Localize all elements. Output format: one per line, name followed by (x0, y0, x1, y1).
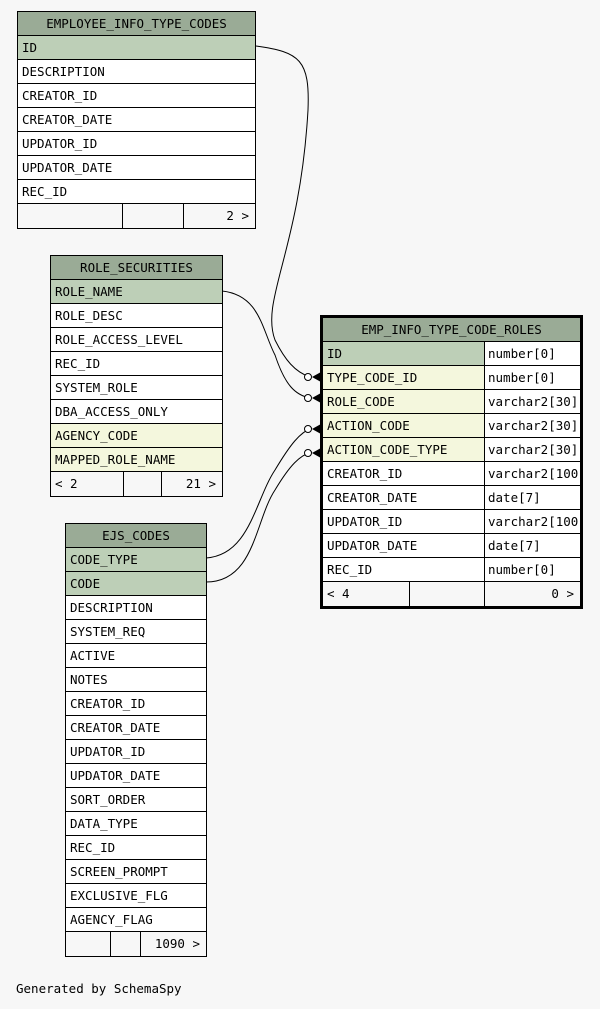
table-employee-info-type-codes[interactable]: EMPLOYEE_INFO_TYPE_CODES ID DESCRIPTION … (17, 11, 256, 229)
column-row[interactable]: REC_ID number[0] (323, 558, 580, 582)
table-title[interactable]: EMPLOYEE_INFO_TYPE_CODES (18, 12, 255, 36)
column-row[interactable]: CREATOR_ID varchar2[100] (323, 462, 580, 486)
parents-count[interactable]: < 2 (55, 476, 78, 491)
crows-foot-marker (312, 448, 321, 458)
column-type: date[7] (484, 534, 580, 557)
column-row[interactable]: DATA_TYPE (66, 812, 206, 836)
column-row[interactable]: TYPE_CODE_ID number[0] (323, 366, 580, 390)
table-footer: 1090 > (66, 932, 206, 956)
column-row[interactable]: SCREEN_PROMPT (66, 860, 206, 884)
column-name: CREATOR_ID (327, 466, 403, 481)
column-row[interactable]: EXCLUSIVE_FLG (66, 884, 206, 908)
column-type: varchar2[100] (484, 462, 580, 485)
link-role-name-to-role-code (221, 290, 311, 399)
row-count (409, 582, 484, 606)
column-row[interactable]: CREATOR_DATE (18, 108, 255, 132)
column-row[interactable]: REC_ID (66, 836, 206, 860)
column-row[interactable]: ROLE_NAME (51, 280, 222, 304)
link-code-to-action-code-type (205, 451, 313, 583)
parents-count[interactable] (18, 204, 122, 228)
column-name: ROLE_CODE (327, 394, 395, 409)
column-row[interactable]: UPDATOR_DATE date[7] (323, 534, 580, 558)
column-row[interactable]: ACTION_CODE varchar2[30] (323, 414, 580, 438)
column-type: varchar2[30] (484, 390, 580, 413)
column-row[interactable]: ACTIVE (66, 644, 206, 668)
column-row[interactable]: REC_ID (18, 180, 255, 204)
column-name: CREATOR_DATE (327, 490, 418, 505)
link-code-type-to-action-code (205, 427, 313, 559)
column-row[interactable]: AGENCY_FLAG (66, 908, 206, 932)
table-role-securities[interactable]: ROLE_SECURITIES ROLE_NAME ROLE_DESC ROLE… (50, 255, 223, 497)
row-count (122, 204, 183, 228)
column-name: ID (327, 346, 343, 361)
column-type: number[0] (484, 342, 580, 365)
column-row[interactable]: ROLE_CODE varchar2[30] (323, 390, 580, 414)
column-row[interactable]: DESCRIPTION (18, 60, 255, 84)
column-name: REC_ID (327, 562, 373, 577)
table-title[interactable]: EMP_INFO_TYPE_CODE_ROLES (323, 318, 580, 342)
crows-foot-marker (312, 372, 321, 382)
row-count (123, 472, 161, 496)
column-name: UPDATOR_DATE (327, 538, 418, 553)
column-row[interactable]: CREATOR_DATE (66, 716, 206, 740)
optional-circle-marker (304, 425, 312, 433)
column-row[interactable]: ACTION_CODE_TYPE varchar2[30] (323, 438, 580, 462)
row-count (110, 932, 140, 956)
column-row[interactable]: SYSTEM_REQ (66, 620, 206, 644)
column-row[interactable]: CODE_TYPE (66, 548, 206, 572)
column-row[interactable]: ROLE_DESC (51, 304, 222, 328)
table-footer: < 4 0 > (323, 582, 580, 606)
crows-foot-marker (312, 393, 321, 403)
column-row[interactable]: SORT_ORDER (66, 788, 206, 812)
column-row[interactable]: UPDATOR_ID (18, 132, 255, 156)
column-row[interactable]: NOTES (66, 668, 206, 692)
children-count[interactable]: 0 > (484, 582, 580, 606)
column-row[interactable]: UPDATOR_DATE (18, 156, 255, 180)
column-row[interactable]: CREATOR_ID (66, 692, 206, 716)
column-row[interactable]: CODE (66, 572, 206, 596)
column-row[interactable]: UPDATOR_ID (66, 740, 206, 764)
column-type: varchar2[30] (484, 438, 580, 461)
column-row[interactable]: UPDATOR_ID varchar2[100] (323, 510, 580, 534)
column-row[interactable]: ID (18, 36, 255, 60)
column-row[interactable]: REC_ID (51, 352, 222, 376)
column-row[interactable]: CREATOR_DATE date[7] (323, 486, 580, 510)
column-type: date[7] (484, 486, 580, 509)
optional-circle-marker (304, 373, 312, 381)
children-count[interactable]: 1090 > (140, 932, 206, 956)
table-footer: 2 > (18, 204, 255, 228)
column-name: ACTION_CODE (327, 418, 410, 433)
table-footer: < 2 21 > (51, 472, 222, 496)
column-row[interactable]: CREATOR_ID (18, 84, 255, 108)
generated-by-text: Generated by SchemaSpy (16, 981, 182, 996)
column-type: varchar2[30] (484, 414, 580, 437)
column-type: varchar2[100] (484, 510, 580, 533)
column-row[interactable]: SYSTEM_ROLE (51, 376, 222, 400)
parents-count[interactable] (66, 932, 110, 956)
optional-circle-marker (304, 394, 312, 402)
children-count[interactable]: 21 > (161, 472, 222, 496)
column-row[interactable]: AGENCY_CODE (51, 424, 222, 448)
table-title[interactable]: EJS_CODES (66, 524, 206, 548)
column-row[interactable]: UPDATOR_DATE (66, 764, 206, 788)
column-type: number[0] (484, 558, 580, 581)
column-row[interactable]: DESCRIPTION (66, 596, 206, 620)
optional-circle-marker (304, 449, 312, 457)
parents-count[interactable]: < 4 (327, 586, 350, 601)
column-row[interactable]: ID number[0] (323, 342, 580, 366)
crows-foot-marker (312, 424, 321, 434)
column-type: number[0] (484, 366, 580, 389)
column-name: ACTION_CODE_TYPE (327, 442, 448, 457)
table-ejs-codes[interactable]: EJS_CODES CODE_TYPE CODE DESCRIPTION SYS… (65, 523, 207, 957)
link-id-to-type-code-id (255, 45, 311, 378)
column-name: TYPE_CODE_ID (327, 370, 418, 385)
children-count[interactable]: 2 > (183, 204, 255, 228)
table-title[interactable]: ROLE_SECURITIES (51, 256, 222, 280)
column-row[interactable]: DBA_ACCESS_ONLY (51, 400, 222, 424)
column-row[interactable]: ROLE_ACCESS_LEVEL (51, 328, 222, 352)
column-row[interactable]: MAPPED_ROLE_NAME (51, 448, 222, 472)
column-name: UPDATOR_ID (327, 514, 403, 529)
table-emp-info-type-code-roles[interactable]: EMP_INFO_TYPE_CODE_ROLES ID number[0] TY… (320, 315, 583, 609)
